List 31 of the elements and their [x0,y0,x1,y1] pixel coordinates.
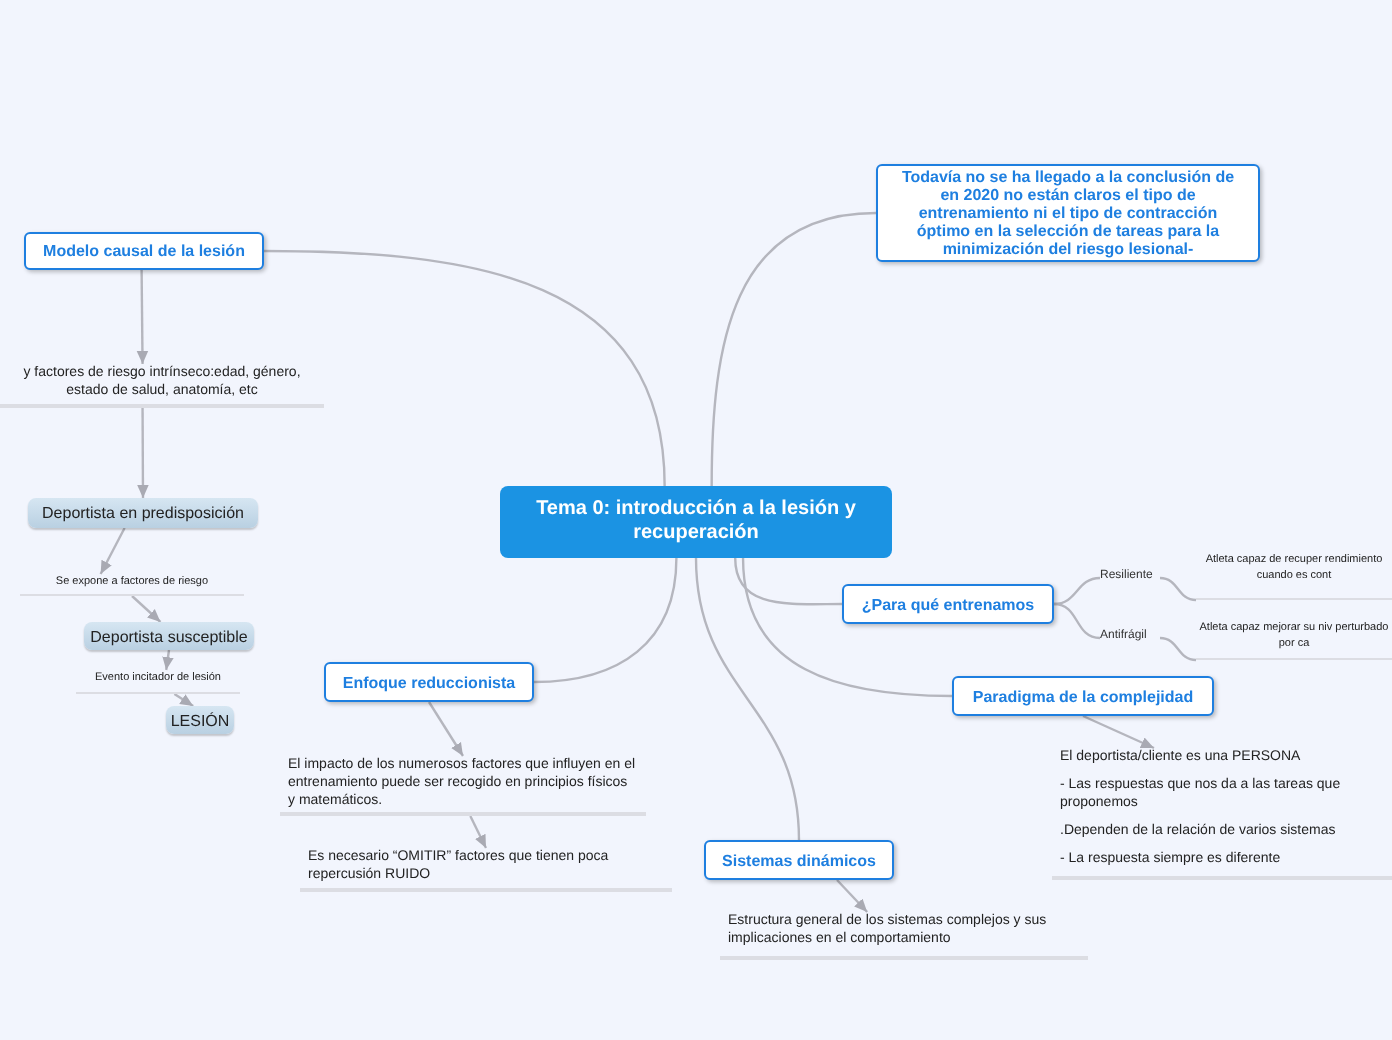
connector [173,693,194,707]
connector [533,557,678,684]
topic-box: Todavía no se ha llegado a la conclusión de en 2020 no están claros el tipo de entrenamiento ni el tipo de contracción óptimo en la selección de tareas para la minimización del riesgo lesional- [876,164,1260,262]
connector [131,595,162,623]
connector [1159,576,1197,602]
connector [162,649,174,671]
connector [694,557,801,841]
topic-box: Sistemas dinámicos [704,840,894,880]
connector [136,270,149,364]
subtopic-box: LESIÓN [166,706,234,734]
connector [1082,714,1155,750]
topic-box: Enfoque reduccionista [324,662,534,702]
connector [137,408,149,498]
topic-box: Modelo causal de la lesión [24,232,264,270]
note-block [1052,748,1392,880]
connector [1159,636,1197,662]
subtopic-box: Deportista en predisposición [28,498,258,528]
subtopic-box: Deportista susceptible [84,622,254,650]
connector [1053,602,1101,640]
connector [264,249,666,487]
connector [1053,576,1101,606]
connector [741,557,953,698]
connector [734,557,842,606]
connector [710,211,877,486]
connector [428,701,464,757]
connector [836,879,869,913]
central-topic-box: Tema 0: introducción a la lesión y recuperación [500,486,892,558]
topic-box: Paradigma de la complejidad [952,676,1214,716]
connector [469,815,488,849]
topic-box: ¿Para qué entrenamos [842,584,1054,624]
connector [99,527,126,575]
